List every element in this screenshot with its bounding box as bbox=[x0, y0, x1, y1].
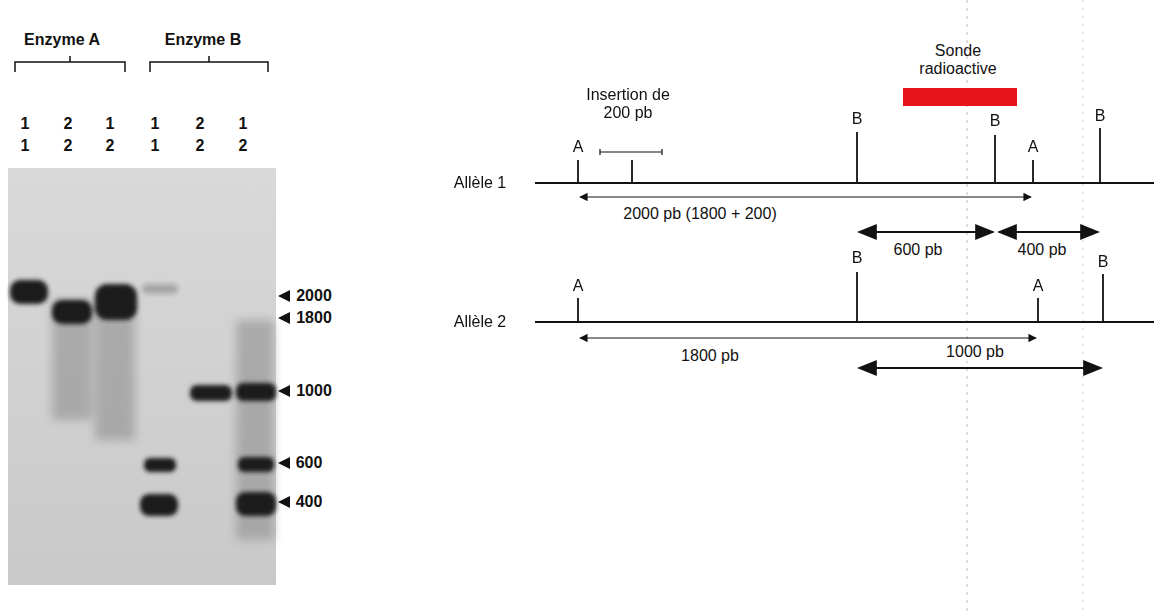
size-marker-label: 600 bbox=[294, 454, 325, 472]
site-label: B bbox=[1095, 107, 1106, 125]
lane-number: 1 bbox=[106, 115, 115, 133]
fragment-arrow bbox=[580, 196, 1031, 197]
site-label: A bbox=[573, 138, 584, 156]
site-label: B bbox=[1098, 253, 1109, 271]
lane-number: 1 bbox=[21, 137, 30, 155]
insertion-bracket bbox=[600, 149, 662, 155]
site-label: B bbox=[990, 112, 1001, 130]
size-marker-label: 1800 bbox=[294, 309, 334, 327]
probe-label: Sonde radioactive bbox=[903, 42, 1013, 79]
allele-label: Allèle 1 bbox=[454, 174, 506, 192]
allele-label: Allèle 2 bbox=[454, 313, 506, 331]
enzyme-label: Enzyme A bbox=[24, 31, 100, 49]
lane-number: 1 bbox=[151, 137, 160, 155]
lane-number: 2 bbox=[64, 137, 73, 155]
size-marker-label: 400 bbox=[294, 493, 325, 511]
enzyme-label: Enzyme B bbox=[165, 31, 241, 49]
fragment-size: 600 pb bbox=[892, 241, 945, 259]
lane-number: 1 bbox=[151, 115, 160, 133]
lane-number: 2 bbox=[239, 137, 248, 155]
fragment-arrow bbox=[580, 337, 1036, 338]
gel-image bbox=[8, 168, 276, 585]
fragment-size: 400 pb bbox=[1016, 241, 1069, 259]
site-label: A bbox=[1028, 138, 1039, 156]
fragment-arrow bbox=[859, 231, 993, 233]
allele-line bbox=[535, 182, 1154, 184]
lane-number: 2 bbox=[196, 115, 205, 133]
lane-number: 2 bbox=[106, 137, 115, 155]
site-label: B bbox=[852, 110, 863, 128]
size-marker bbox=[278, 290, 290, 508]
fragment-arrow bbox=[999, 231, 1098, 233]
fragment-size: 2000 pb (1800 + 200) bbox=[621, 205, 778, 223]
allele-line bbox=[535, 321, 1154, 323]
insertion-label: Insertion de 200 pb bbox=[573, 86, 683, 123]
site-label: B bbox=[852, 249, 863, 267]
guide-line bbox=[1083, 0, 1084, 613]
size-marker-label: 1000 bbox=[294, 382, 334, 400]
restriction-site bbox=[578, 128, 1100, 183]
fragment-size: 1800 pb bbox=[679, 347, 741, 365]
size-marker-label: 2000 bbox=[294, 287, 334, 305]
restriction-site bbox=[578, 272, 1103, 322]
lane-number: 2 bbox=[64, 115, 73, 133]
lane-number: 2 bbox=[196, 137, 205, 155]
site-label: A bbox=[1033, 277, 1044, 295]
fragment-arrow bbox=[859, 367, 1101, 369]
radioactive-probe bbox=[903, 88, 1017, 106]
fragment-size: 1000 pb bbox=[944, 343, 1006, 361]
site-label: A bbox=[573, 277, 584, 295]
lane-bracket bbox=[15, 56, 268, 72]
lane-number: 1 bbox=[21, 115, 30, 133]
lane-number: 1 bbox=[239, 115, 248, 133]
